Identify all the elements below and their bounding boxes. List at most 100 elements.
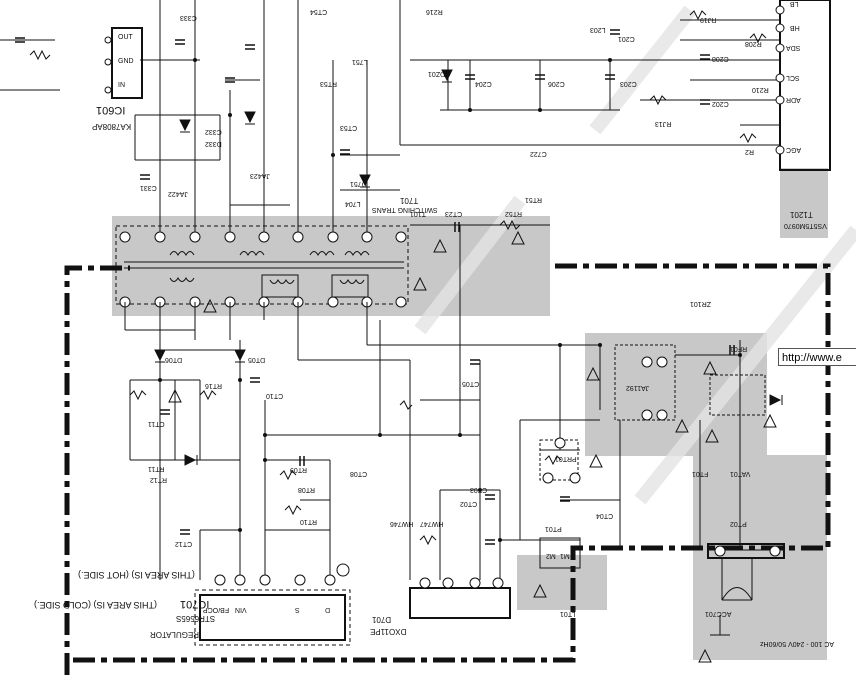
label-vat01: VAT01 <box>730 470 751 477</box>
label-l704: L704 <box>345 200 361 207</box>
transformer-ref: T701 <box>400 196 419 205</box>
circuit-wires <box>0 0 831 646</box>
junction-dots <box>158 58 742 542</box>
label-c722: C722 <box>530 150 547 157</box>
label-rt51: RT51 <box>525 196 542 203</box>
label-c204: C204 <box>475 80 492 87</box>
label-lt01: LT01 <box>560 610 576 617</box>
label-rt11: RT11 <box>148 465 165 472</box>
connector-part: VS5T5M0970 <box>784 222 827 229</box>
label-pt02: PT02 <box>730 520 747 527</box>
ic701-pin-s: S <box>295 606 300 613</box>
label-hw746: HW746 <box>390 520 414 527</box>
label-ct54: CT54 <box>310 8 328 15</box>
label-ja422: JA422 <box>168 190 188 197</box>
label-c333: C333 <box>180 14 197 21</box>
transformer-pins-top <box>119 231 407 243</box>
connector-ref: T1201 <box>790 210 813 219</box>
ic601-pin-in: IN <box>118 82 125 89</box>
url-tooltip: http://www.e <box>778 348 856 366</box>
label-ct53: CT53 <box>340 124 358 131</box>
label-prt01: PRT01 <box>555 455 577 462</box>
shaded-connector-area <box>780 168 828 238</box>
label-rf01: RF01 <box>730 345 748 352</box>
label-d751: D751 <box>350 180 367 187</box>
label-c203: C203 <box>620 80 637 87</box>
ic601-pin-out: OUT <box>118 34 133 41</box>
label-t101: T101 <box>410 210 426 217</box>
resistor-symbols <box>29 10 767 546</box>
label-ct12: CT12 <box>175 540 193 547</box>
bridge-part: DXO11PE <box>370 627 407 636</box>
label-zr101: ZR101 <box>690 300 712 307</box>
connector-pin-adr: ADR <box>786 96 801 103</box>
label-ct10: CT10 <box>266 392 284 399</box>
label-c201: C201 <box>618 35 635 42</box>
label-hw747: HW747 <box>420 520 444 527</box>
label-ct11: CT11 <box>148 420 165 427</box>
ic701-pin-d: D <box>325 606 331 613</box>
label-rt08: RT08 <box>298 486 315 493</box>
label-dt05: DT05 <box>248 356 266 363</box>
label-m2: M2 <box>546 552 556 559</box>
label-ct08: CT08 <box>350 470 368 477</box>
bridge-ref: D701 <box>372 615 392 624</box>
label-c331: C331 <box>140 184 157 191</box>
label-r208: R208 <box>745 40 762 47</box>
label-ft01: FT01 <box>692 470 709 477</box>
label-c332: C332 <box>205 128 222 135</box>
pin-circles <box>104 5 785 589</box>
label-m1: M1 <box>560 552 570 559</box>
label-ct03: CT03 <box>470 486 488 493</box>
label-c206: C206 <box>548 80 565 87</box>
label-dt06: DT06 <box>165 356 183 363</box>
shaded-bridge-area <box>517 555 607 610</box>
ic701-pin-vin: VIN <box>235 606 247 613</box>
transformer-part: SWITCHING TRANS <box>372 206 438 213</box>
transformer-coils <box>169 251 370 298</box>
label-c208: C208 <box>712 55 729 62</box>
connector-pin-hb: HB <box>790 24 800 31</box>
label-l751: L751 <box>352 58 368 65</box>
label-ct23: CT23 <box>445 210 463 217</box>
label-pt01: PT01 <box>545 525 562 532</box>
note-cold-side: (THIS AREA IS) (COLD SIDE.) <box>34 600 158 610</box>
connector-pin-sda: SDA <box>786 44 801 51</box>
label-r210: R210 <box>752 86 769 93</box>
ic601-part: KA7808AP <box>92 122 132 131</box>
connector-pin-lb: LB <box>790 0 799 7</box>
connector-pin-agc: AGC <box>786 146 802 153</box>
label-rt52: RT52 <box>505 210 522 217</box>
label-acc701: ACC701 <box>705 610 732 617</box>
ic601-pin-gnd: GND <box>118 58 134 65</box>
label-rt16: RT16 <box>205 382 222 389</box>
ground-symbol <box>710 615 730 636</box>
label-ja1192: JA1192 <box>626 384 650 391</box>
label-d332: D332 <box>205 140 222 147</box>
label-r216: R216 <box>426 8 443 15</box>
label-r2: R2 <box>745 148 754 155</box>
label-dz01: DZ01 <box>428 70 446 77</box>
diode-symbols <box>154 69 783 466</box>
label-ct04: CT04 <box>596 512 614 519</box>
label-rt10: RT10 <box>300 518 317 525</box>
label-rt12: RT12 <box>150 476 167 483</box>
label-c202: C202 <box>712 100 729 107</box>
ic701-func: REGULATOR <box>150 630 200 639</box>
label-l203: L203 <box>590 26 606 33</box>
note-hot-side: (THIS AREA IS) (HOT SIDE.) <box>78 570 195 580</box>
mains-rating: AC 100 - 240V 50/60Hz <box>760 640 834 647</box>
transformer-pins-bottom <box>119 296 407 308</box>
connector-pin-scl: SCL <box>786 74 800 81</box>
label-rj13: RJ13 <box>655 120 672 127</box>
ic701-pin-fbocp: FB/OCP <box>203 606 230 613</box>
label-ct02: CT02 <box>460 500 478 507</box>
label-ct05: CT05 <box>462 380 480 387</box>
safety-triangles <box>168 230 777 663</box>
ic601-ref: IC601 <box>96 104 126 116</box>
label-rj19: RJ19 <box>700 16 717 23</box>
label-rt09: RT09 <box>290 466 307 473</box>
transformer-box <box>115 225 409 305</box>
